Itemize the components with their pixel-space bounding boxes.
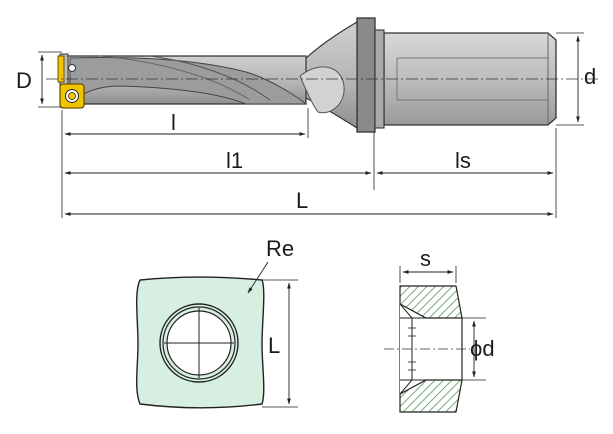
label-Re: Re [266,236,294,261]
insert-section-view: s ϕd [384,246,495,413]
label-L: L [296,188,308,213]
insert-top-view: Re L [135,236,298,409]
insert-label-L: L [268,333,280,358]
drill-tip [57,53,85,109]
insert-hole [159,303,239,383]
section-lower [399,379,463,413]
insert-dimension-L: L [262,279,298,408]
section-dimension-s: s [399,246,457,283]
label-d: d [584,64,596,89]
dimension-ls: ls [376,148,554,175]
label-D: D [16,68,32,93]
outer-insert [57,55,65,83]
section-upper [399,285,463,319]
label-phi-d: ϕd [470,336,495,361]
drill-side-view: D d l l1 ls L [16,17,598,218]
label-s: s [420,246,431,271]
dimension-L: L [64,188,554,216]
dimension-D: D [16,51,62,108]
section-dimension-phi-d: ϕd [462,317,495,381]
re-leader [247,261,269,294]
label-l1: l1 [226,148,243,173]
center-insert [59,83,85,109]
dimension-l1: l1 [64,148,372,175]
label-l: l [171,110,176,135]
drill-body [65,55,345,114]
drill-flange [356,17,385,133]
dimension-l: l [64,110,306,136]
label-ls: ls [455,148,471,173]
dimension-d: d [556,32,596,126]
